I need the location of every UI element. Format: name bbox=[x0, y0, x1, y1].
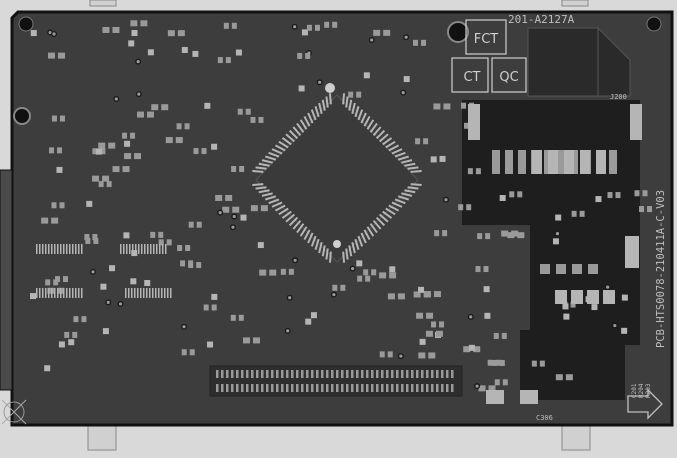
fiducial-crosshair bbox=[3, 401, 25, 423]
connector-ref-label: J200 bbox=[610, 93, 627, 101]
part-number-label: PCB-HTS0078-210411A-C-V03 bbox=[655, 190, 667, 348]
ct-stamp-box: CT bbox=[451, 57, 489, 93]
board-tab-top-right bbox=[561, 0, 589, 7]
mounting-hole-mid bbox=[447, 21, 469, 43]
corner-ref-r204: R204 bbox=[638, 383, 645, 398]
bottom-ref-label: C306 bbox=[536, 414, 553, 422]
component-block bbox=[527, 27, 599, 97]
fct-stamp-box: FCT bbox=[465, 19, 507, 55]
mounting-hole-top-left bbox=[18, 16, 34, 32]
board-tab-top-left bbox=[89, 0, 117, 7]
orientation-arrow-icon bbox=[627, 388, 663, 420]
qc-stamp-box: QC bbox=[491, 57, 527, 93]
fct-label: FCT bbox=[474, 32, 499, 47]
mounting-hole-left bbox=[13, 107, 31, 125]
edge-connector bbox=[0, 169, 13, 391]
mounting-hole-top-right bbox=[646, 16, 662, 32]
component-pads bbox=[30, 20, 653, 404]
board-id-label: 201-A2127A bbox=[508, 13, 575, 26]
corner-ref-c201: C201 bbox=[631, 383, 638, 398]
ct-label: CT bbox=[463, 70, 480, 85]
qc-label: QC bbox=[499, 70, 518, 85]
main-qfp-ic bbox=[252, 83, 422, 263]
